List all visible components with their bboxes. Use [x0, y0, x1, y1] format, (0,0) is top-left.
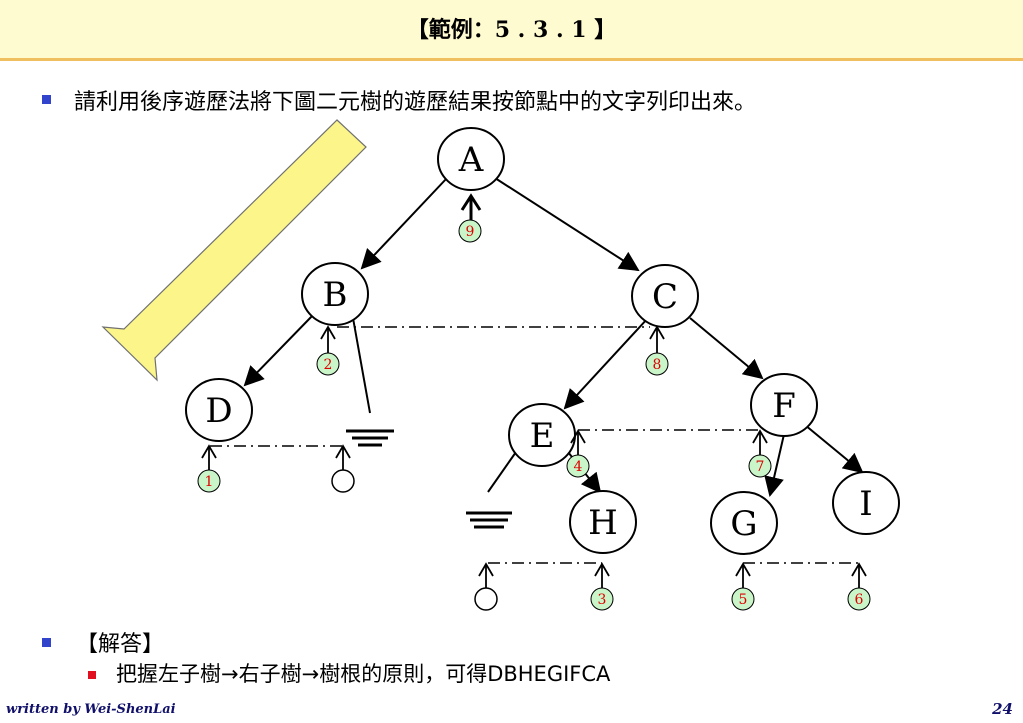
- step-label-8: 8: [653, 357, 662, 373]
- node-label-b: B: [323, 275, 348, 315]
- edge-b-d: [243, 313, 315, 387]
- null-symbol-e: [466, 511, 512, 529]
- node-label-d: D: [205, 391, 232, 431]
- step-label-4: 4: [574, 459, 583, 475]
- step-label-7: 7: [756, 459, 765, 475]
- answer-text: 把握左子樹→右子樹→樹根的原則，可得DBHEGIFCA: [116, 662, 611, 686]
- tree-node-f: [750, 373, 818, 437]
- null-symbol-b: [346, 429, 394, 447]
- edge-a-c: [494, 177, 640, 272]
- step-label-9: 9: [466, 224, 475, 240]
- step-badge-5: [731, 587, 755, 611]
- tree-node-d: [185, 378, 253, 442]
- node-label-i: I: [859, 484, 872, 524]
- bullet-icon: [42, 638, 51, 647]
- page-number: 24: [992, 700, 1013, 718]
- step-badge-1: [197, 469, 221, 493]
- step-label-3: 3: [598, 592, 607, 608]
- step-badge-2: [316, 352, 340, 376]
- node-label-h: H: [588, 503, 618, 543]
- step-label-1: 1: [205, 474, 214, 490]
- tree-node-a: [437, 127, 505, 191]
- tree-node-i: [832, 471, 900, 535]
- null-circle-b: [331, 469, 355, 493]
- sub-bullet-icon: [88, 671, 96, 679]
- title-bar: [0, 0, 1023, 61]
- edge-c-e: [563, 317, 649, 410]
- edge-f-i: [804, 424, 864, 474]
- tree-node-h: [569, 490, 637, 554]
- node-label-a: A: [458, 140, 484, 180]
- slide-title: 【範例：5 . 3 . 1 】: [406, 17, 617, 43]
- edge-c-f: [689, 317, 764, 380]
- node-label-f: F: [772, 386, 796, 426]
- step-label-6: 6: [855, 592, 864, 608]
- step-badge-6: [847, 587, 871, 611]
- question-text: 請利用後序遊歷法將下圖二元樹的遊歷結果按節點中的文字列印出來。: [74, 90, 757, 115]
- tree-node-c: [631, 264, 699, 328]
- edge-a-b: [360, 177, 448, 270]
- step-label-5: 5: [739, 592, 748, 608]
- tree-node-b: [301, 262, 369, 326]
- footer-author: written by Wei-ShenLai: [6, 702, 176, 717]
- traversal-direction-arrow: [101, 119, 367, 382]
- tree-node-g: [710, 491, 778, 555]
- node-label-e: E: [530, 416, 555, 456]
- step-badge-9: [458, 219, 482, 243]
- bullet-icon: [42, 95, 51, 104]
- node-label-c: C: [652, 277, 678, 317]
- step-label-2: 2: [324, 357, 333, 373]
- edge-e-null: [487, 451, 517, 493]
- step-badge-4: [566, 454, 590, 478]
- node-label-g: G: [730, 504, 757, 544]
- pointer-arrows: [201, 193, 867, 588]
- step-badge-7: [748, 454, 772, 478]
- edge-b-null: [352, 317, 371, 414]
- step-badge-3: [590, 587, 614, 611]
- edge-f-g: [764, 429, 786, 497]
- answer-heading: 【解答】: [76, 632, 165, 657]
- step-badge-8: [645, 352, 669, 376]
- null-circle-e: [474, 587, 498, 611]
